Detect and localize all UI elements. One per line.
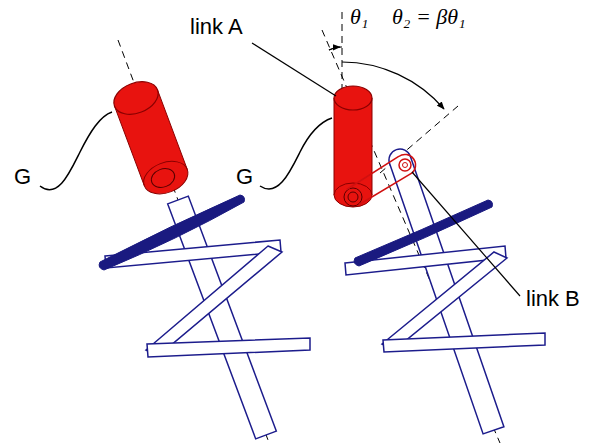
pivot [348, 192, 358, 202]
label-holder: G [14, 164, 31, 189]
label-holder: θ₁ [350, 4, 368, 29]
zigzag-bar [383, 333, 545, 352]
pivot [344, 188, 362, 206]
right-mechanism [252, 12, 545, 443]
red-link [334, 98, 372, 195]
angle-label: θ₁ [350, 4, 368, 29]
part-label: link B [526, 286, 580, 311]
zigzag-bar [147, 338, 310, 357]
blue-plate [354, 200, 492, 266]
red-link [372, 98, 373, 195]
red-link [158, 90, 188, 170]
angle-label: θ₂ = βθ₁ [392, 4, 466, 29]
part-label: link A [190, 14, 243, 39]
leader-line [412, 172, 520, 296]
leader-line [260, 118, 332, 189]
red-link [109, 76, 163, 120]
red-link [334, 183, 372, 207]
red-link [115, 106, 145, 186]
part-label: G [236, 164, 253, 189]
label-holder: link B [526, 286, 580, 311]
angle-arc [329, 47, 340, 50]
angle-arc [329, 47, 342, 50]
red-link [334, 86, 372, 110]
left-mechanism [40, 40, 310, 440]
hidden-edge [149, 165, 178, 190]
pivot [399, 159, 411, 171]
link-b-outline [347, 154, 416, 204]
label-holder: G [236, 164, 253, 189]
leader-line [40, 112, 112, 190]
blue-plate [99, 195, 244, 270]
label-holder: link A [190, 14, 243, 39]
pivot [403, 163, 408, 168]
leader-line [252, 43, 336, 96]
part-label: G [14, 164, 31, 189]
label-holder: θ₂ = βθ₁ [392, 4, 466, 29]
red-link [334, 98, 335, 195]
